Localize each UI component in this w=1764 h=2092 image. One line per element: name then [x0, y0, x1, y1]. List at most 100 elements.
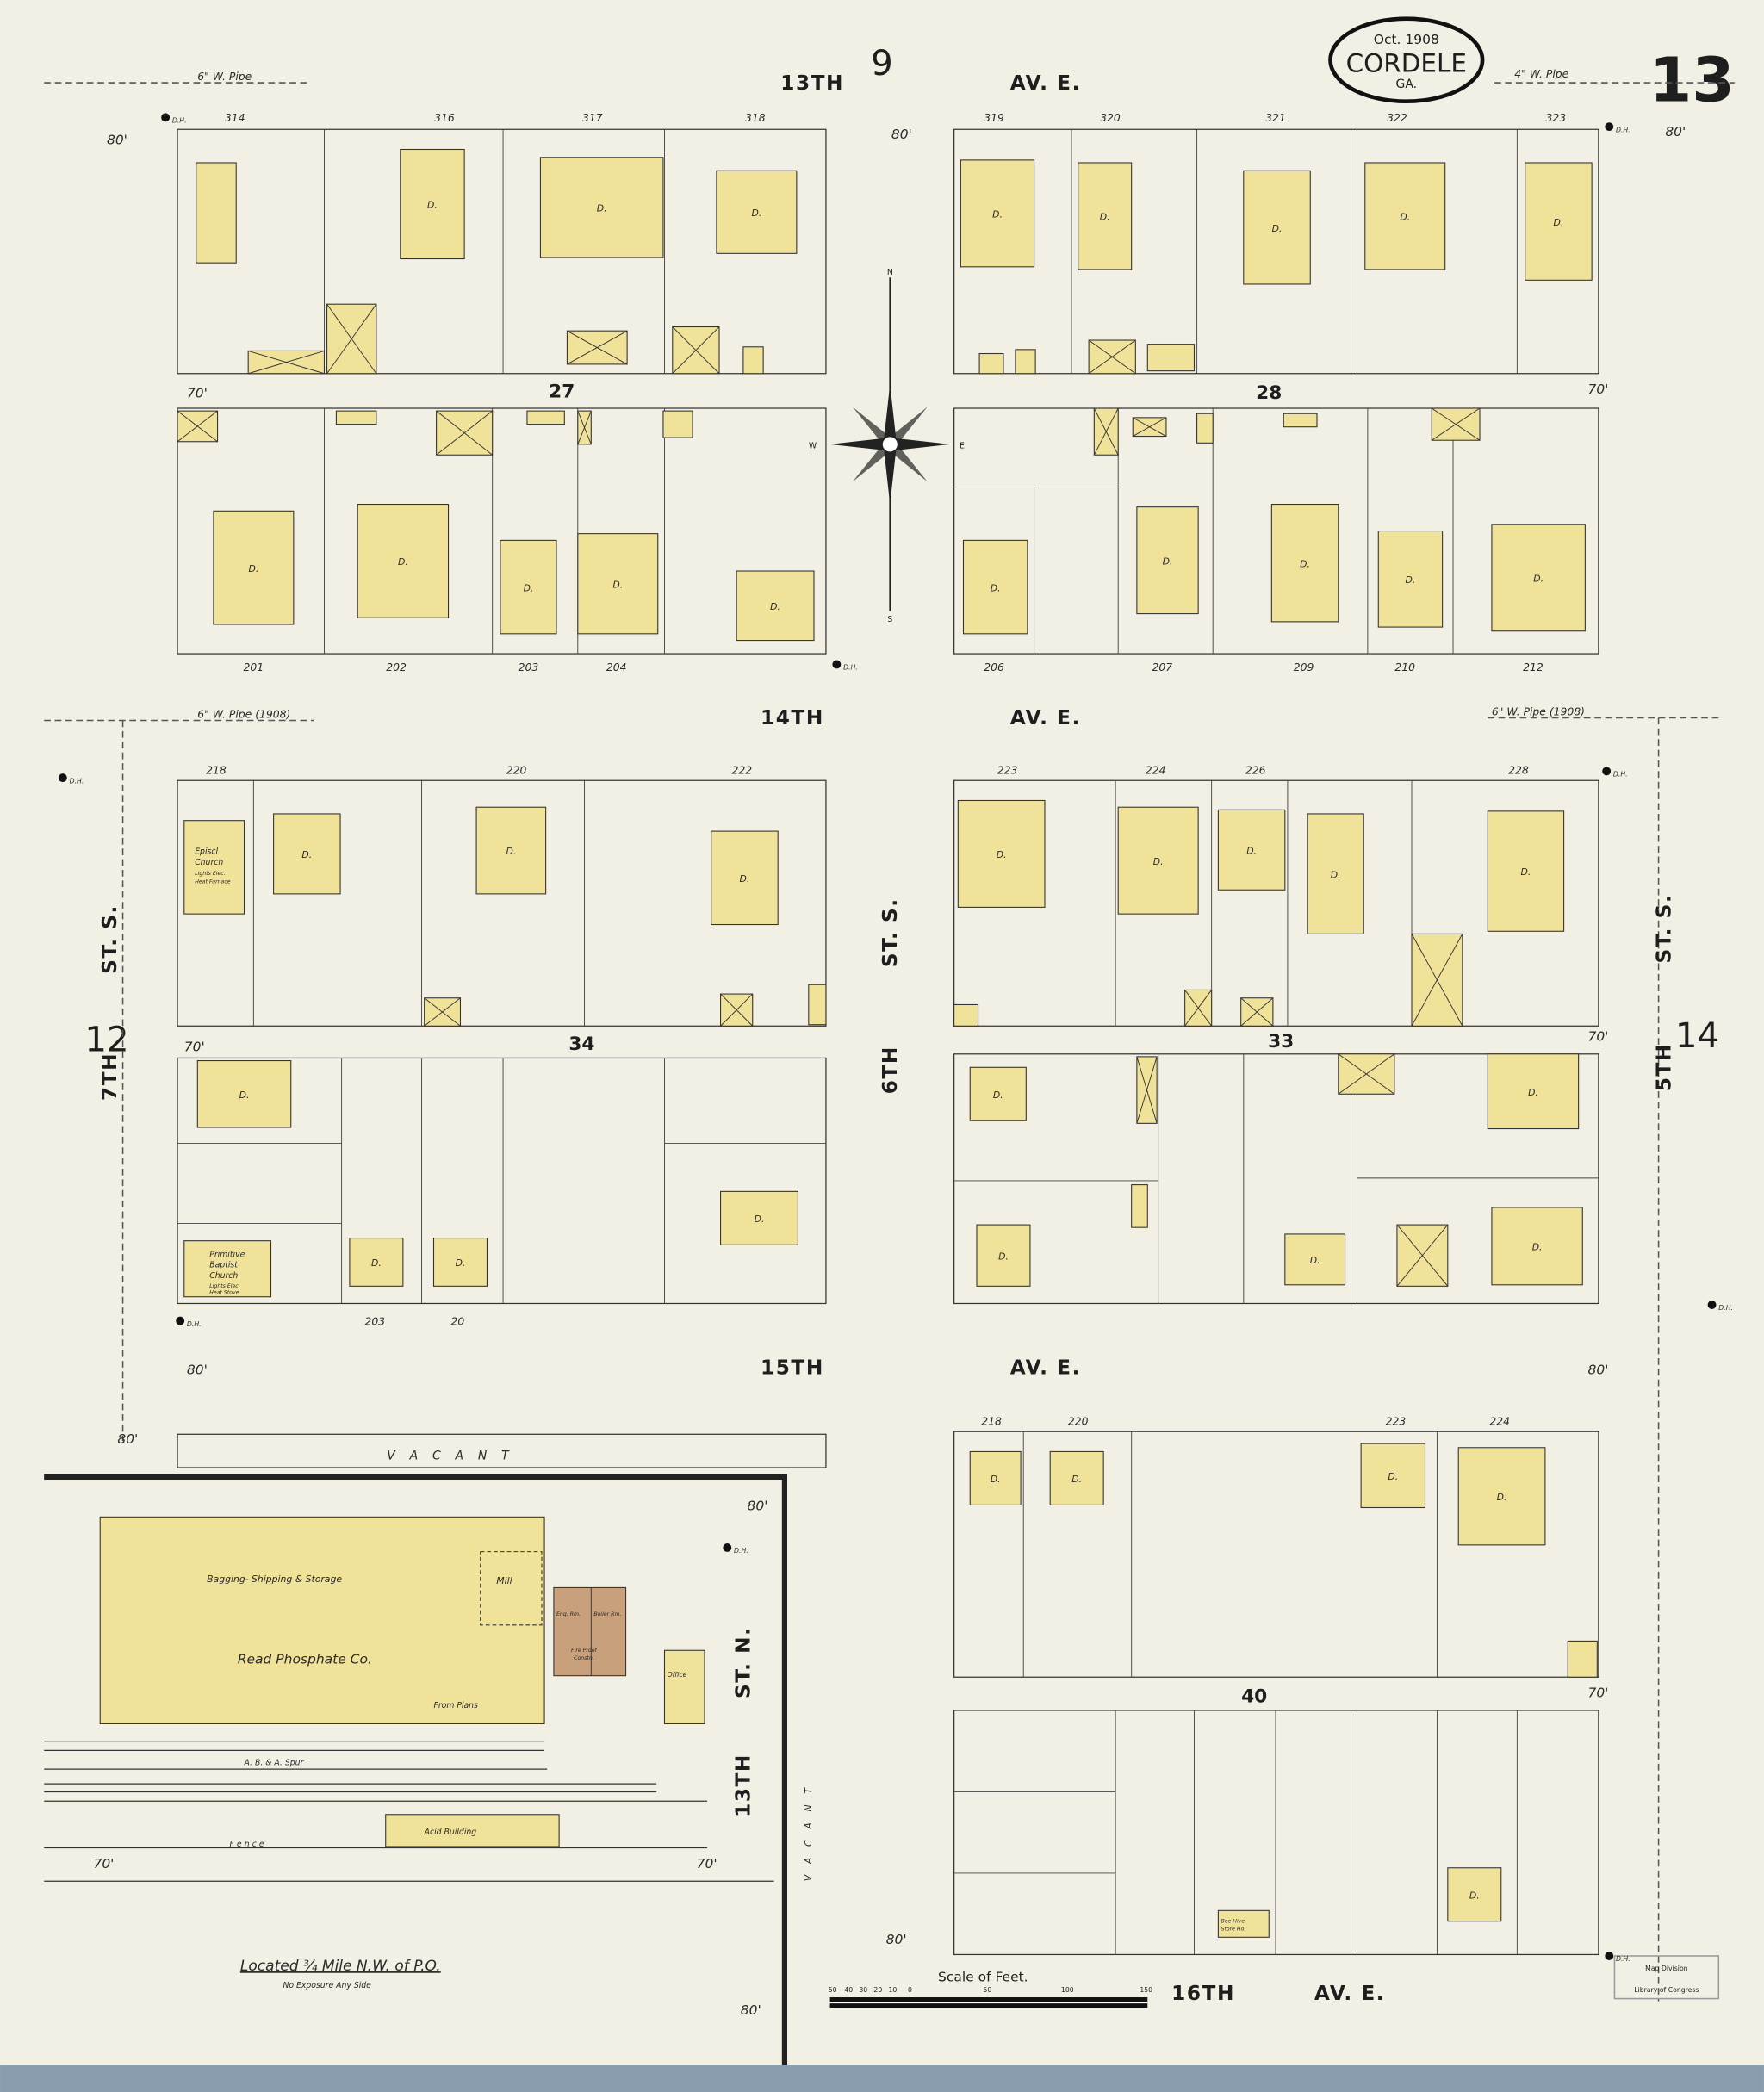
house-number: 224 [1146, 763, 1166, 776]
block-outline [953, 1710, 1599, 1956]
dwelling [1364, 162, 1446, 270]
cross-mark [1088, 339, 1136, 375]
construction-label: Constn. [574, 1654, 594, 1661]
dwelling-label: D. [1400, 212, 1410, 223]
scale-tick-label: 10 [888, 1986, 897, 1994]
dwelling-label: D. [997, 849, 1007, 860]
street-width-label: 80' [891, 127, 912, 142]
church-label: Lights Elec. [209, 1282, 239, 1289]
church [183, 820, 245, 915]
dwelling [1117, 806, 1199, 915]
street-width-label: 80' [117, 1431, 138, 1447]
cross-mark [1411, 934, 1463, 1027]
dwelling [1015, 349, 1036, 375]
dwelling [196, 1059, 292, 1128]
street-width-label: 70' [184, 1040, 205, 1055]
adjacent-sheet-east: 14 [1675, 1016, 1719, 1056]
dwelling [400, 148, 465, 260]
dwelling [1487, 1053, 1580, 1130]
block-outline [953, 1053, 1599, 1305]
dwelling-label: D. [1521, 866, 1531, 878]
mill-label: Mill [496, 1575, 512, 1586]
dwelling-label: D. [1331, 869, 1341, 880]
dwelling-label: D. [992, 209, 1003, 220]
dwelling [1360, 1443, 1426, 1509]
fireproof-label: Fire Proof [571, 1648, 597, 1654]
dwelling [475, 806, 547, 895]
scale-tick-label: 0 [908, 1986, 912, 1994]
house-number: 210 [1394, 661, 1415, 674]
street-13th-name: AV. E. [1010, 71, 1081, 95]
street-labels: 13TH AV. E. 14TH AV. E. 15TH AV. E. 16TH… [98, 71, 1676, 2005]
street-width-label: 70' [93, 1856, 114, 1872]
dwelling [1146, 344, 1196, 372]
church-label: Church [209, 1271, 238, 1281]
dwelling-label: D. [1497, 1492, 1507, 1503]
city-name: CORDELE [1346, 49, 1467, 78]
dwelling-label: D. [1163, 556, 1173, 567]
hydrant-label: D.H. [1718, 1304, 1733, 1312]
street-widths: 80'80'80'80'80'80'80'80'80'70'70'70'70'7… [93, 124, 1686, 2018]
house-number: 222 [732, 763, 753, 776]
street-14th-num: 14TH [761, 706, 824, 729]
dwelling [273, 813, 341, 895]
dwelling [1487, 810, 1565, 932]
street-6th-name: ST. S. [879, 897, 902, 967]
dwelling [711, 830, 779, 926]
church-label: Heat Stove [209, 1289, 239, 1296]
dwelling-label: D. [1406, 574, 1416, 586]
scan-edge [0, 2065, 1764, 2092]
house-number: 220 [1068, 1414, 1089, 1427]
street-15th-num: 15TH [761, 1356, 824, 1380]
dwelling [432, 1238, 488, 1287]
cross-mark [436, 410, 493, 456]
dwelling-label: D. [1071, 1474, 1082, 1485]
dwelling [969, 1450, 1022, 1505]
read-phosphate-property: V A C A N T Bagging- Shipping & Storage … [44, 1433, 827, 2066]
block-outline [953, 128, 1599, 375]
street-14th-name: AV. E. [1010, 706, 1081, 729]
street-width-label: 80' [748, 1499, 768, 1514]
compass-e: E [960, 442, 965, 451]
hydrant-label: D.H. [1616, 126, 1630, 133]
scale-tick-label: 50 [983, 1986, 991, 1994]
dwelling [1131, 1184, 1148, 1228]
title-cartouche: Oct. 1908 CORDELE GA. [1328, 16, 1485, 104]
house-number: 318 [745, 111, 766, 124]
house-number: 321 [1265, 111, 1286, 124]
dwelling [213, 510, 295, 625]
street-13th-n-num: 13TH [732, 1754, 755, 1817]
spur-label: A. B. & A. Spur [244, 1758, 305, 1767]
phosphate-co-label: Read Phosphate Co. [238, 1652, 372, 1667]
church-label: Primitive [209, 1250, 245, 1259]
dwelling [1217, 809, 1286, 891]
dwelling [1307, 813, 1364, 934]
dwelling [357, 504, 450, 618]
dwelling-label: D. [427, 200, 438, 211]
dwelling-label: D. [1528, 1087, 1538, 1098]
fire-hydrants: D.H.D.H.D.H.D.H.D.H.D.H.D.H.D.H.D.H. [58, 113, 1733, 1963]
street-16th-name: AV. E. [1314, 1982, 1385, 2005]
fire-hydrant-icon [1605, 122, 1614, 132]
house-number: 201 [244, 661, 264, 674]
dwelling [526, 410, 565, 425]
house-number: 224 [1489, 1414, 1510, 1427]
boiler-room-label: Boiler Rm. [593, 1611, 621, 1617]
street-6th-num: 6TH [879, 1046, 902, 1094]
street-13th-n-name: ST. N. [732, 1627, 755, 1698]
dwelling [1525, 162, 1593, 281]
dwelling-label: D. [1100, 212, 1110, 223]
dwelling [1217, 1909, 1270, 1938]
dwelling-label: D. [597, 203, 607, 214]
fire-hydrant-icon [832, 660, 842, 669]
from-plans-label: From Plans [434, 1701, 479, 1710]
block-outline [177, 1057, 827, 1305]
fire-hydrant-icon [58, 773, 67, 783]
church-label: Episcl [195, 847, 218, 856]
house-number: 206 [984, 661, 1004, 674]
dwelling-label: D. [612, 579, 623, 590]
cross-mark [1338, 1053, 1395, 1095]
dwelling [349, 1238, 404, 1287]
house-number: 212 [1523, 661, 1544, 674]
stamp-line: Library of Congress [1634, 1986, 1699, 1994]
